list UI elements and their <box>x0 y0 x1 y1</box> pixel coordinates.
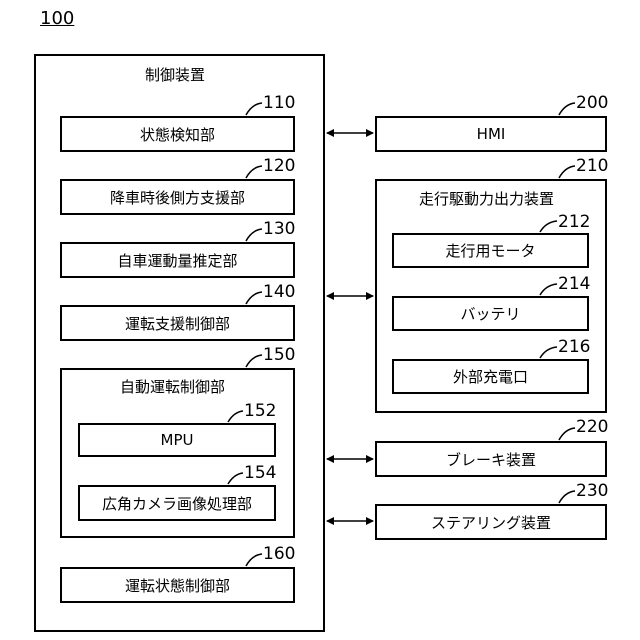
leader-150 <box>246 355 262 367</box>
leader-214 <box>540 284 557 295</box>
leader-210 <box>559 166 575 178</box>
leader-220 <box>559 428 575 440</box>
leader-200 <box>559 103 575 115</box>
leader-130 <box>246 229 262 241</box>
leader-120 <box>246 166 262 178</box>
leader-160 <box>246 554 262 566</box>
leader-152 <box>228 411 243 422</box>
leader-154 <box>228 473 243 484</box>
leader-212 <box>540 221 557 232</box>
leader-216 <box>540 347 557 358</box>
leader-110 <box>246 103 262 115</box>
leader-140 <box>246 292 262 304</box>
leader-230 <box>559 491 575 503</box>
